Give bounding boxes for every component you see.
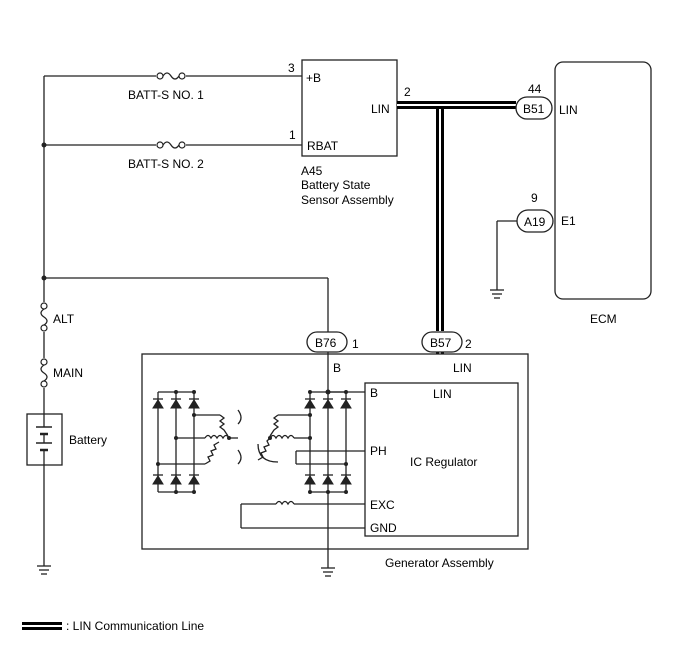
- stator-left: [204, 409, 242, 465]
- rectifier-left: [152, 390, 220, 494]
- ecm-pin-num-lin: 44: [528, 82, 542, 96]
- sensor-pin-num-lin: 2: [404, 85, 411, 99]
- connector-b51: B51: [515, 96, 553, 120]
- fuse-batt-s-no2-label: BATT-S NO. 2: [128, 157, 204, 171]
- sensor-name-line2: Sensor Assembly: [301, 193, 394, 207]
- connector-b57-pin: 2: [465, 337, 472, 351]
- ic-regulator-label: IC Regulator: [410, 455, 477, 469]
- ground-icon: [321, 567, 335, 577]
- battery-state-sensor: +B RBAT LIN 3 1 2 A45 Battery State Sens…: [288, 59, 411, 207]
- sensor-pin-num-rbat: 1: [289, 128, 296, 142]
- fuse-main: MAIN: [40, 358, 83, 388]
- fuse-batt-s-no1: BATT-S NO. 1: [128, 72, 204, 102]
- ic-regulator-pin-gnd: GND: [370, 521, 397, 535]
- battery-label: Battery: [69, 433, 107, 447]
- ecm-label: ECM: [590, 312, 617, 326]
- generator-terminal-lin: LIN: [453, 361, 472, 375]
- connector-b76: B76 1: [306, 331, 359, 353]
- sensor-pin-lin: LIN: [371, 102, 390, 116]
- generator-terminal-b: B: [333, 361, 341, 375]
- connector-a19: A19: [496, 209, 554, 290]
- fuse-alt: ALT: [40, 302, 75, 332]
- ecm-pin-num-e1: 9: [531, 191, 538, 205]
- connector-b76-label: B76: [315, 336, 337, 350]
- battery: Battery: [26, 413, 107, 466]
- ecm-pin-lin: LIN: [559, 103, 578, 117]
- ic-regulator-pin-b: B: [370, 386, 378, 400]
- ic-regulator: IC Regulator B LIN PH EXC GND: [364, 382, 519, 537]
- stator-right: [257, 414, 298, 463]
- connector-b76-pin: 1: [352, 337, 359, 351]
- fuse-main-label: MAIN: [53, 366, 83, 380]
- connector-b57-label: B57: [430, 336, 452, 350]
- ic-regulator-pin-exc: EXC: [370, 498, 395, 512]
- ecm-pin-e1: E1: [561, 214, 576, 228]
- ground-icon: [37, 565, 51, 575]
- sensor-pin-rbat: RBAT: [307, 139, 339, 153]
- rectifier-right: [278, 390, 365, 494]
- fuse-batt-s-no1-label: BATT-S NO. 1: [128, 88, 204, 102]
- sensor-code: A45: [301, 164, 323, 178]
- ecm: ECM LIN E1 44 9: [528, 61, 652, 326]
- lin-communication-line: [397, 101, 516, 383]
- ic-regulator-pin-ph: PH: [370, 444, 387, 458]
- field-coil: [240, 500, 365, 529]
- ic-regulator-pin-lin: LIN: [433, 387, 452, 401]
- sensor-pin-num-plusb: 3: [288, 61, 295, 75]
- connector-a19-label: A19: [524, 215, 546, 229]
- fuse-alt-label: ALT: [53, 312, 75, 326]
- generator-label: Generator Assembly: [385, 556, 494, 570]
- legend: : LIN Communication Line: [22, 619, 204, 633]
- connector-b51-label: B51: [523, 102, 545, 116]
- legend-lin-line-label: : LIN Communication Line: [66, 619, 204, 633]
- sensor-pin-plusb: +B: [306, 71, 321, 85]
- sensor-name-line1: Battery State: [301, 178, 371, 192]
- fuse-batt-s-no2: BATT-S NO. 2: [128, 141, 204, 171]
- connector-b57: B57 2: [421, 331, 472, 353]
- ground-icon: [490, 289, 504, 299]
